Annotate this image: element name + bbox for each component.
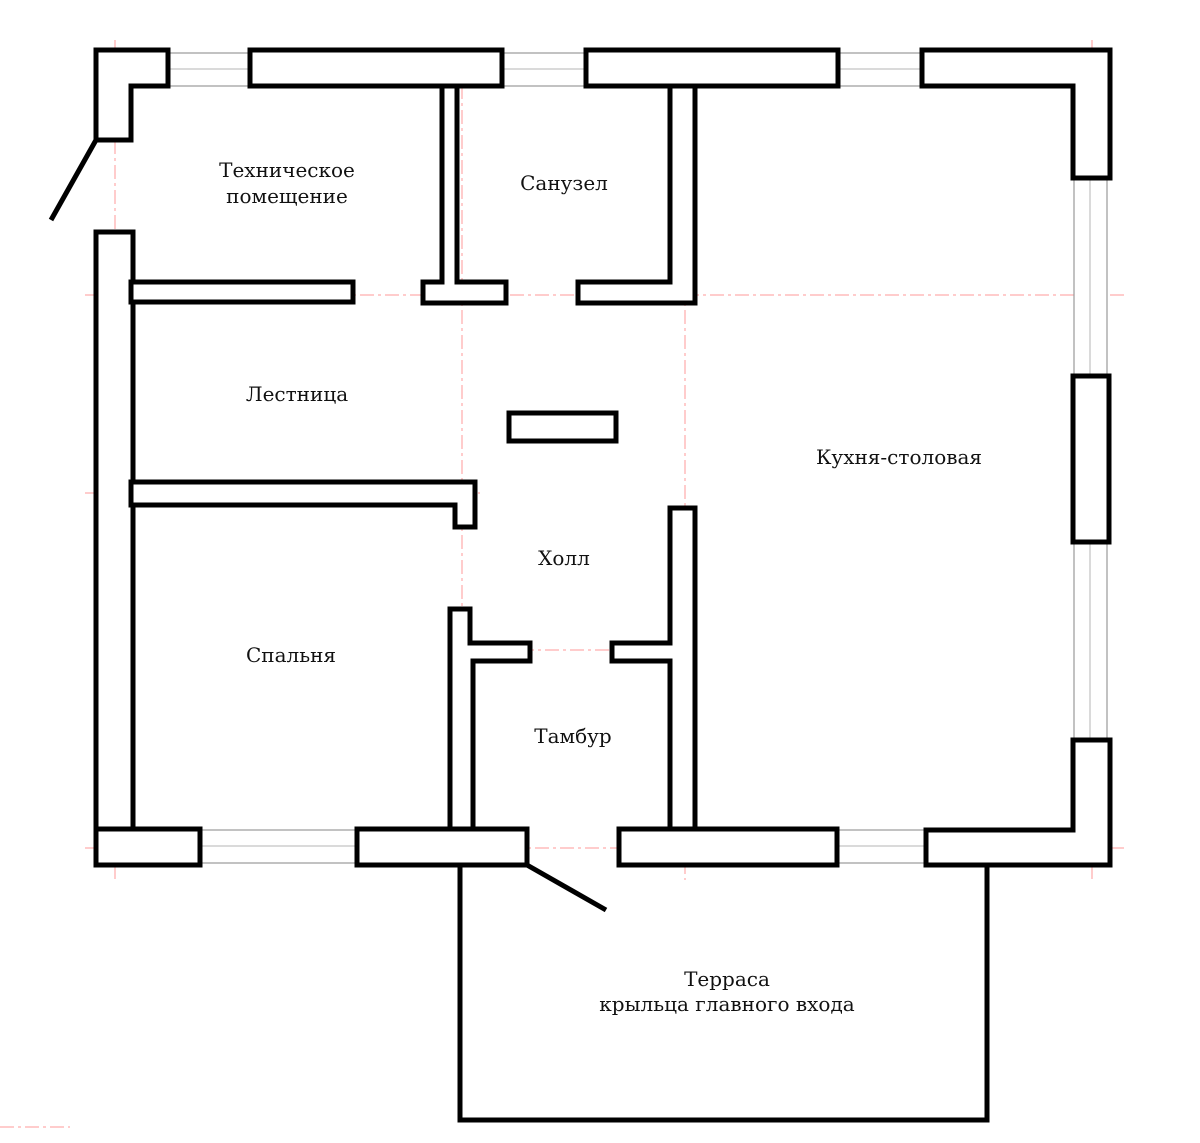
label-bedroom: Спальня — [246, 643, 336, 667]
wall-top-segment-2 — [583, 47, 841, 89]
wall-bottom-left — [93, 826, 203, 868]
label-hall: Холл — [538, 546, 590, 570]
wall-technical-bathroom — [420, 83, 509, 306]
walls — [93, 47, 1113, 868]
label-vestibule: Тамбур — [534, 724, 611, 748]
wall-top-segment-1 — [247, 47, 505, 89]
label-bathroom: Санузел — [520, 171, 608, 195]
wall-bathroom-kitchen — [575, 83, 698, 306]
room-labels: Техническое помещение Санузел Лестница К… — [219, 158, 982, 1016]
wall-bedroom-vestibule — [447, 606, 533, 832]
entrance-door — [525, 862, 608, 913]
windows — [165, 52, 1108, 864]
terrace-outline — [457, 865, 990, 1123]
wall-left-outer — [93, 229, 136, 868]
wall-technical-bottom — [128, 279, 356, 305]
wall-top-right-corner — [919, 47, 1113, 181]
stair-landing — [506, 410, 619, 444]
label-terrace-line2: крыльца главного входа — [599, 992, 854, 1016]
doors — [48, 138, 608, 913]
axis-lines — [0, 40, 1125, 1128]
wall-vestibule-kitchen — [609, 505, 698, 832]
label-kitchen: Кухня-столовая — [816, 445, 982, 469]
side-door — [48, 138, 99, 222]
wall-right-pier — [1070, 373, 1112, 545]
label-stairs: Лестница — [246, 382, 348, 406]
wall-bottom-segment-kitchen — [616, 826, 840, 868]
wall-stairs-bedroom — [128, 479, 478, 530]
wall-bottom-segment-bedroom — [354, 826, 530, 868]
wall-top-left-corner — [93, 47, 171, 143]
label-technical-line1: Техническое — [219, 158, 355, 182]
label-terrace-line1: Терраса — [684, 967, 770, 991]
label-technical-line2: помещение — [226, 184, 348, 208]
wall-bottom-right-corner — [923, 737, 1113, 868]
